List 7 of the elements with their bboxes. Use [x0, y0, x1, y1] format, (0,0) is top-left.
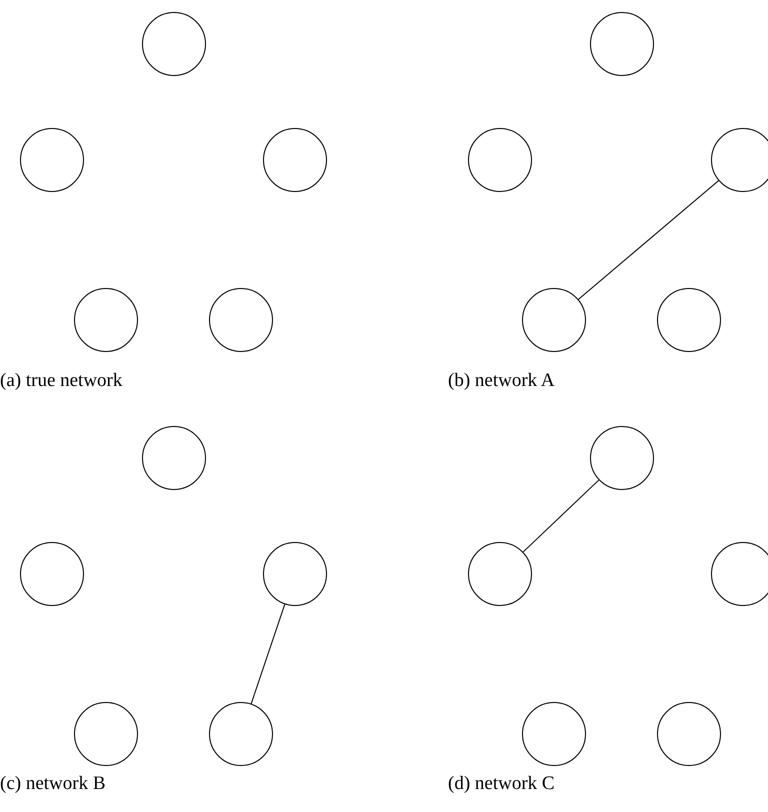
panel-caption: (c) network B: [0, 773, 106, 795]
edge-line: [522, 480, 600, 552]
panel-caption: (b) network A: [448, 370, 555, 392]
panel-caption: (d) network C: [448, 773, 555, 795]
edge-line: [578, 180, 720, 300]
edge-line: [250, 604, 286, 704]
panel-caption: (a) true network: [0, 370, 122, 392]
